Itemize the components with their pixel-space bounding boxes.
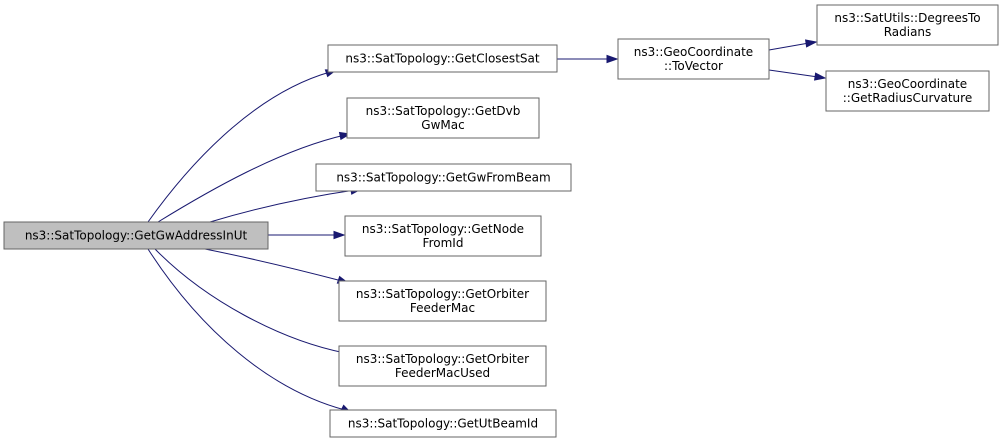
edge-root-to-ut-beam-id <box>147 248 353 414</box>
node-label: FeederMac <box>410 301 475 315</box>
edge-line <box>204 248 343 282</box>
edge-line <box>157 134 346 223</box>
node-label: Radians <box>884 25 932 39</box>
node-label: ns3::GeoCoordinate <box>634 45 753 59</box>
node-label: ns3::SatTopology::GetUtBeamId <box>348 417 538 431</box>
arrowhead-icon <box>805 39 818 48</box>
edge-root-to-orbiter-feeder-mac-used <box>154 248 353 356</box>
edge-line <box>154 248 346 354</box>
node-box <box>346 97 540 139</box>
node-box <box>825 70 990 112</box>
node-label: ns3::GeoCoordinate <box>848 77 967 91</box>
node-label: ns3::SatTopology::GetGwAddressInUt <box>25 229 248 243</box>
node-label: ns3::SatTopology::GetOrbiter <box>356 352 529 366</box>
node-box <box>344 215 542 257</box>
edge-closest-sat-to-to-vector <box>557 54 619 64</box>
node-to-vector[interactable]: ns3::GeoCoordinate::ToVector <box>617 38 770 80</box>
node-box <box>617 38 770 80</box>
edge-line <box>768 42 810 51</box>
node-box <box>329 409 557 438</box>
node-radius-curvature[interactable]: ns3::GeoCoordinate::GetRadiusCurvature <box>825 70 990 112</box>
node-label: ns3::SatUtils::DegreesTo <box>834 11 980 25</box>
node-label: ns3::SatTopology::GetNode <box>362 222 524 236</box>
node-closest-sat[interactable]: ns3::SatTopology::GetClosestSat <box>327 44 558 73</box>
edge-line <box>768 69 819 78</box>
node-label: FeederMacUsed <box>395 366 490 380</box>
edge-line <box>147 71 331 223</box>
node-box <box>816 4 999 46</box>
node-box <box>315 163 572 192</box>
nodes-layer: ns3::SatTopology::GetGwAddressInUtns3::S… <box>3 4 999 438</box>
node-orbiter-feeder-mac-used[interactable]: ns3::SatTopology::GetOrbiterFeederMacUse… <box>338 345 547 387</box>
node-root[interactable]: ns3::SatTopology::GetGwAddressInUt <box>3 221 269 250</box>
node-gw-from-beam[interactable]: ns3::SatTopology::GetGwFromBeam <box>315 163 572 192</box>
node-box <box>338 345 547 387</box>
node-box <box>3 221 269 250</box>
node-label: ::GetRadiusCurvature <box>843 91 972 105</box>
node-box <box>338 280 547 322</box>
node-label: GwMac <box>421 118 464 132</box>
edge-root-to-node-from-id <box>268 230 346 240</box>
edge-root-to-gw-from-beam <box>209 186 363 223</box>
node-label: ns3::SatTopology::GetOrbiter <box>356 287 529 301</box>
edge-line <box>147 248 346 411</box>
arrowhead-icon <box>606 54 619 64</box>
edge-root-to-orbiter-feeder-mac <box>204 248 350 284</box>
node-label: FromId <box>423 236 464 250</box>
node-label: ns3::SatTopology::GetDvb <box>366 104 521 118</box>
arrowhead-icon <box>333 230 346 240</box>
arrowhead-icon <box>814 72 827 81</box>
node-ut-beam-id[interactable]: ns3::SatTopology::GetUtBeamId <box>329 409 557 438</box>
node-box <box>327 44 558 73</box>
edge-line <box>209 189 356 223</box>
edge-to-vector-to-degrees-to-radians <box>768 39 818 51</box>
node-label: ::ToVector <box>664 59 723 73</box>
node-label: ns3::SatTopology::GetClosestSat <box>345 52 539 66</box>
node-label: ns3::SatTopology::GetGwFromBeam <box>336 171 550 185</box>
edge-to-vector-to-radius-curvature <box>768 69 827 81</box>
